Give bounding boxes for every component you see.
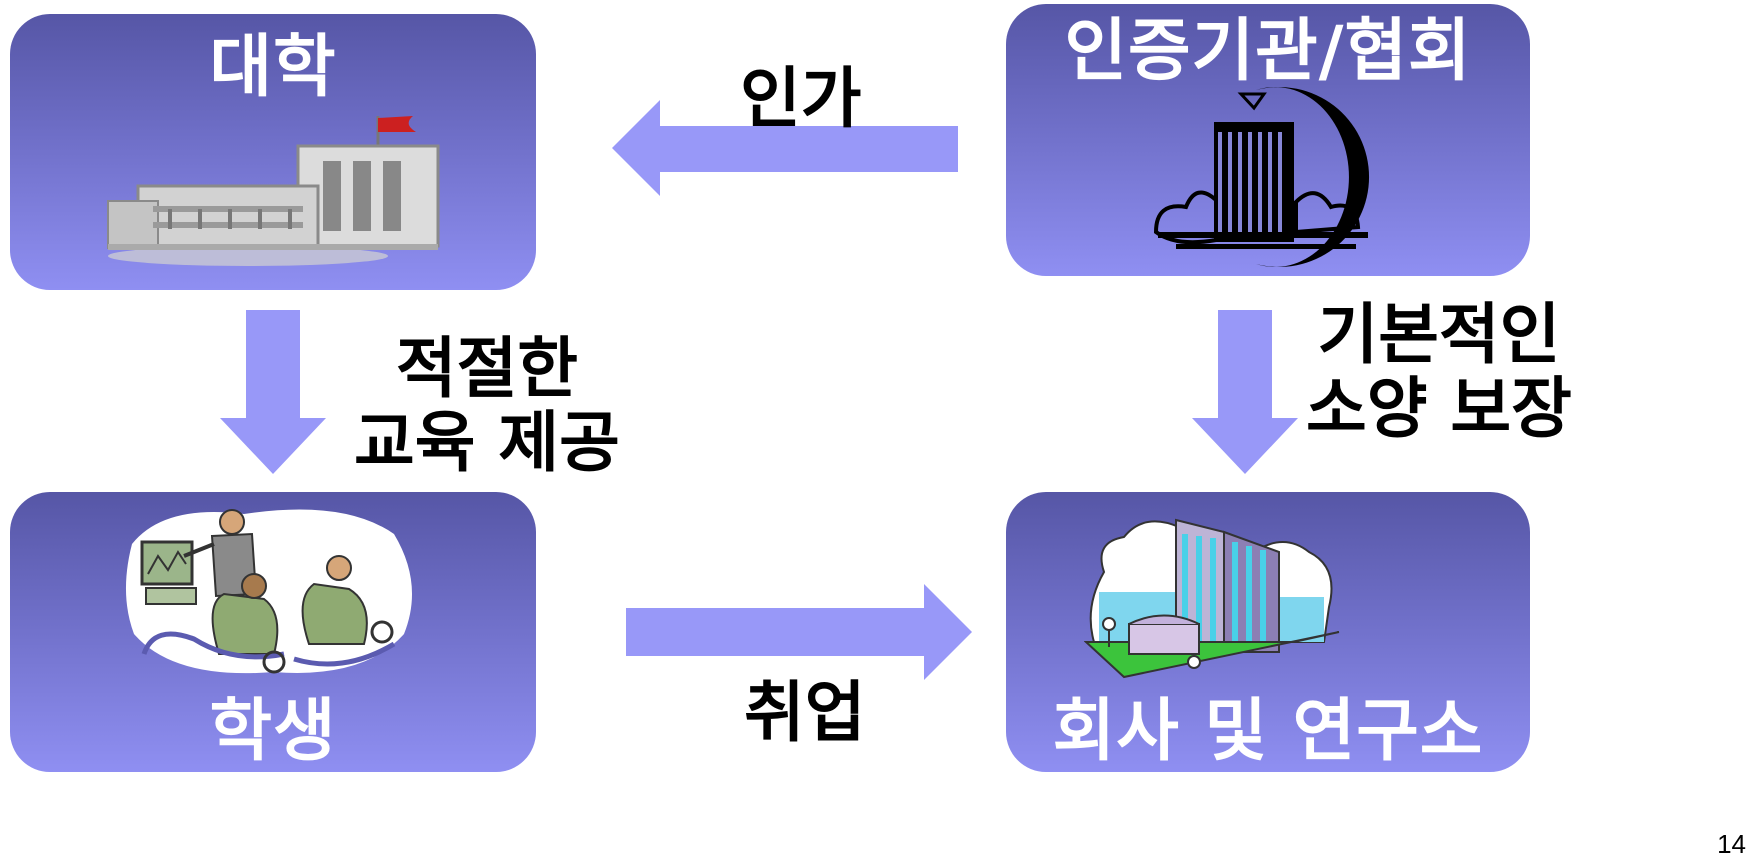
box-university: 대학 (10, 14, 536, 290)
label-education-line2: 교육 제공 (354, 403, 620, 481)
box-title-university: 대학 (209, 28, 337, 107)
page-number: 14 (1717, 829, 1746, 859)
label-employment: 취업 (744, 674, 866, 751)
label-education: 적절한 교육 제공 (354, 332, 620, 480)
arrow-right (626, 584, 972, 680)
school-building-icon (107, 116, 440, 266)
box-accreditation: 인증기관/협회 (1006, 4, 1530, 276)
box-company: 회사 및 연구소 (1006, 492, 1530, 772)
arrow-down-right (1192, 310, 1298, 474)
label-guarantee: 기본적인 소양 보장 (1306, 298, 1572, 446)
arrow-down-left (220, 310, 326, 474)
office-tower-icon (1153, 87, 1370, 267)
classroom-icon (125, 509, 412, 674)
box-title-accreditation: 인증기관/협회 (1064, 12, 1472, 91)
label-guarantee-line2: 소양 보장 (1306, 369, 1572, 447)
label-approval: 인가 (740, 60, 862, 137)
arrow-left (612, 100, 958, 196)
box-title-student: 학생 (209, 692, 337, 771)
box-title-company: 회사 및 연구소 (1052, 692, 1484, 771)
label-education-line1: 적절한 (395, 330, 579, 407)
box-student: 학생 (10, 492, 536, 772)
label-guarantee-line1: 기본적인 (1317, 296, 1561, 373)
city-building-icon (1084, 518, 1340, 679)
